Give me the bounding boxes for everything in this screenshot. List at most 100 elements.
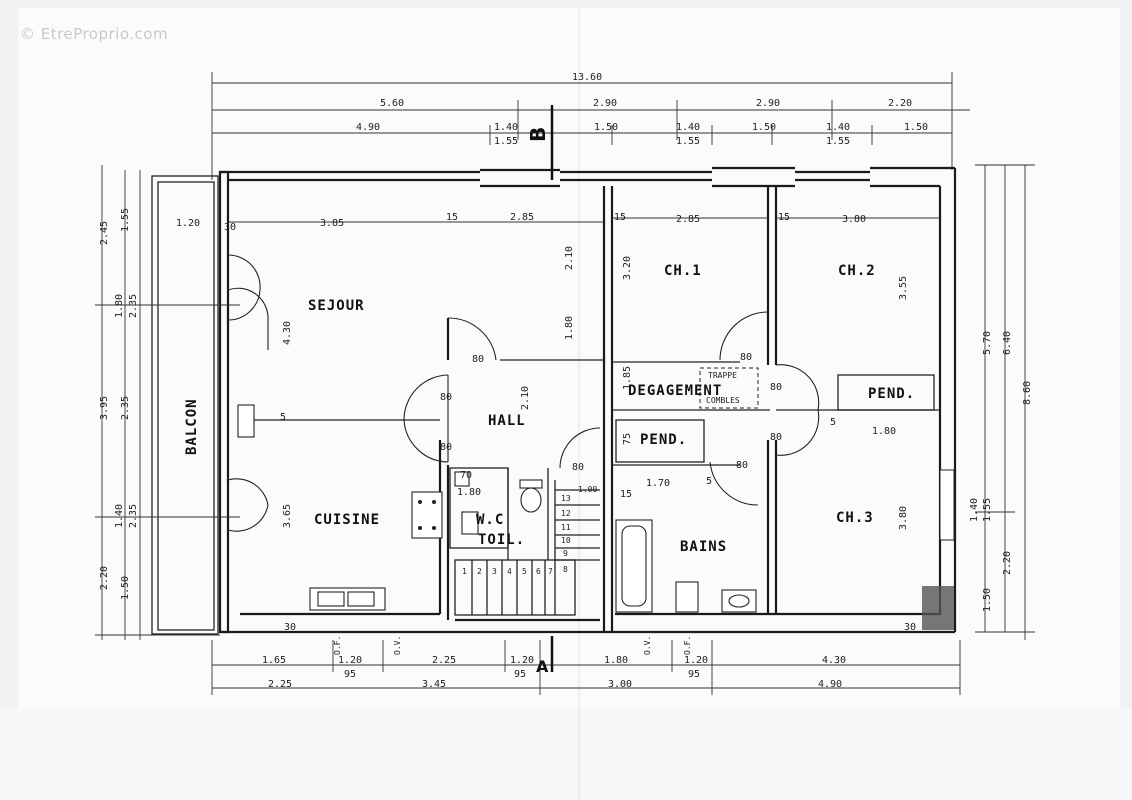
left-windows xyxy=(227,254,269,532)
trappe-box xyxy=(699,367,759,409)
room-label-cuisine: CUISINE xyxy=(314,512,380,528)
dim-bottom-2: 1.20 xyxy=(338,655,362,666)
dim-left-8: 2.35 xyxy=(128,504,139,528)
dim-right-5: 1.55 xyxy=(982,498,993,522)
dim-80-e: 80 xyxy=(770,382,782,393)
label-of-1: O.F. xyxy=(333,636,342,655)
dim-bottom-9: 95 xyxy=(688,669,700,680)
chimney xyxy=(922,586,954,630)
section-b-label: B xyxy=(526,127,550,142)
dim-bottom-1: 1.65 xyxy=(262,655,286,666)
dim-ch1-height: 3.20 xyxy=(622,256,633,280)
doors xyxy=(403,311,820,506)
wc-fixtures xyxy=(454,471,543,535)
dim-15-d: 15 xyxy=(620,489,632,500)
dim-left-10: 1.50 xyxy=(120,576,131,600)
balcon: BALCON xyxy=(151,175,219,635)
stair-2: 2 xyxy=(477,567,482,576)
dim-bottom-3: 95 xyxy=(344,669,356,680)
dim-top2-10: 1.50 xyxy=(904,122,928,133)
dim-top2-7: 1.50 xyxy=(752,122,776,133)
section-a-label: A xyxy=(536,657,549,676)
page-fold xyxy=(578,8,580,800)
dim-30-c: 30 xyxy=(904,622,916,633)
dim-left-4: 2.35 xyxy=(128,294,139,318)
dim-bottom-6: 95 xyxy=(514,669,526,680)
dim-bottom-7: 1.80 xyxy=(604,655,628,666)
dim-sejour-height: 4.30 xyxy=(282,321,293,345)
stair-13: 13 xyxy=(561,494,571,503)
dim-1-80-v: 1.80 xyxy=(564,316,575,340)
stair-8: 8 xyxy=(563,565,568,574)
watermark: © EtreProprio.com xyxy=(20,25,169,43)
dim-left-3: 1.80 xyxy=(114,294,125,318)
stair-4: 4 xyxy=(507,567,512,576)
stair-1: 1 xyxy=(462,567,467,576)
label-ov-1: O.V. xyxy=(393,636,402,655)
dim-bottom2-2: 3.45 xyxy=(422,679,446,690)
dim-80-d: 80 xyxy=(740,352,752,363)
dim-15-c: 15 xyxy=(778,212,790,223)
dim-ch2-width: 3.80 xyxy=(842,214,866,225)
dim-top-3: 2.90 xyxy=(756,98,780,109)
dim-right-6: 2.20 xyxy=(1002,551,1013,575)
section-mark-b: B xyxy=(526,105,554,180)
room-label-balcon: BALCON xyxy=(184,398,200,455)
dim-15-b: 15 xyxy=(614,212,626,223)
stair-6: 6 xyxy=(536,567,541,576)
stair-10: 10 xyxy=(561,536,571,545)
dim-30-a: 30 xyxy=(224,222,236,233)
dim-top2-9: 1.55 xyxy=(826,136,850,147)
room-label-wc: W.C xyxy=(476,512,504,528)
dim-left-9: 2.20 xyxy=(99,566,110,590)
dim-80-h: 80 xyxy=(572,462,584,473)
dim-right-7: 1.50 xyxy=(982,588,993,612)
dim-top-1: 5.60 xyxy=(380,98,404,109)
dim-bottom2-3: 3.00 xyxy=(608,679,632,690)
dim-top-2: 2.90 xyxy=(593,98,617,109)
room-label-hall: HALL xyxy=(488,413,526,429)
stair-7: 7 xyxy=(548,567,553,576)
dim-pend-width: 1.80 xyxy=(872,426,896,437)
dim-75: 75 xyxy=(622,433,633,445)
label-trappe: TRAPPE xyxy=(708,371,737,380)
dim-15-a: 15 xyxy=(446,212,458,223)
dim-hall-height: 2.10 xyxy=(520,386,531,410)
dim-right-3: 8.60 xyxy=(1022,381,1033,405)
dim-left-7: 1.40 xyxy=(114,504,125,528)
dim-top2-2: 1.40 xyxy=(494,122,518,133)
dim-bottom-10: 4.30 xyxy=(822,655,846,666)
dim-hall-width: 2.85 xyxy=(510,212,534,223)
dim-right-4: 1.40 xyxy=(969,498,980,522)
dim-top-4: 2.20 xyxy=(888,98,912,109)
room-label-ch3: CH.3 xyxy=(836,510,874,526)
stairs: 1 2 3 4 5 6 7 8 9 10 11 12 13 xyxy=(454,480,600,616)
dim-top2-4: 1.50 xyxy=(594,122,618,133)
dim-left-1: 2.45 xyxy=(99,221,110,245)
room-label-ch1: CH.1 xyxy=(664,263,702,279)
dim-right-2: 6.40 xyxy=(1002,331,1013,355)
dim-balcon-width: 1.20 xyxy=(176,218,200,229)
room-label-pend-2: PEND. xyxy=(868,386,915,402)
dim-30-b: 30 xyxy=(284,622,296,633)
bath-fixtures xyxy=(615,519,757,613)
dim-80-a: 80 xyxy=(472,354,484,365)
paper-bottom xyxy=(0,708,1132,800)
room-labels: SEJOUR CUISINE HALL W.C TOIL. DEGAGEMENT… xyxy=(308,263,915,555)
top-dimensions: 13.60 5.60 2.90 2.90 2.20 4.90 1.40 1.55… xyxy=(211,72,970,180)
dim-ch2-height: 3.55 xyxy=(898,276,909,300)
room-label-toil: TOIL. xyxy=(478,532,525,548)
dim-cuisine-height: 3.65 xyxy=(282,504,293,528)
dim-1-00: 1.00 xyxy=(578,485,597,494)
right-dimensions: 5.70 6.40 8.60 1.40 1.55 2.20 1.50 xyxy=(969,164,1035,640)
label-ov-2: O.V. xyxy=(643,636,652,655)
dim-70: 70 xyxy=(460,470,472,481)
dim-80-c: 80 xyxy=(440,442,452,453)
dim-hall-top-height: 2.10 xyxy=(564,246,575,270)
stair-5: 5 xyxy=(522,567,527,576)
room-label-sejour: SEJOUR xyxy=(308,298,365,314)
dim-top2-1: 4.90 xyxy=(356,122,380,133)
dim-top2-8: 1.40 xyxy=(826,122,850,133)
bottom-dimensions: 1.65 1.20 95 2.25 1.20 95 1.80 1.20 95 4… xyxy=(211,636,961,695)
